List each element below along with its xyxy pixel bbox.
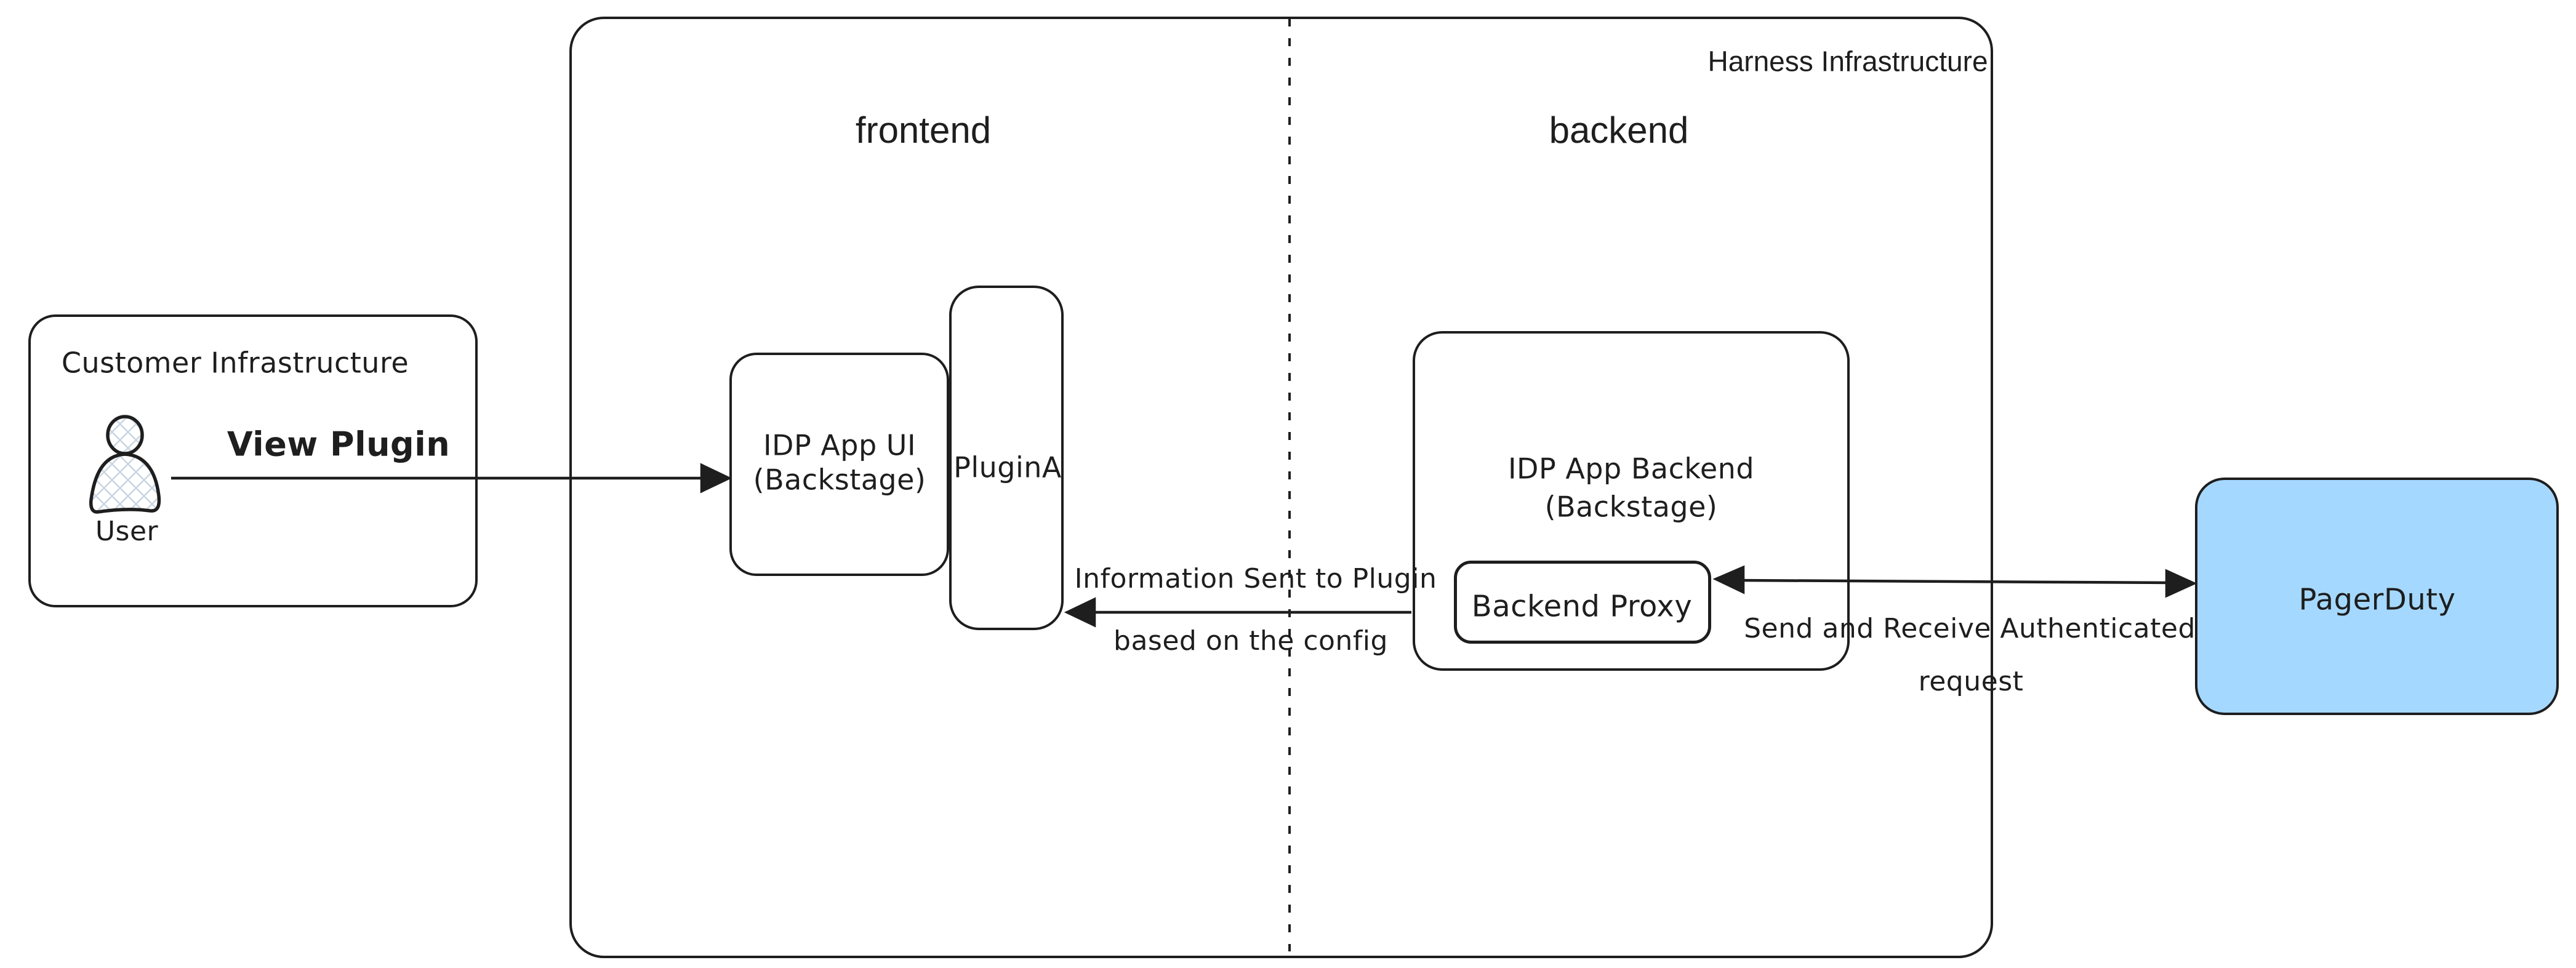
harness-infrastructure-box [569,17,1993,958]
backend-proxy-label: Backend Proxy [1471,589,1693,624]
info-sent-label-line1: Information Sent to Plugin [1074,562,1437,594]
customer-infrastructure-label: Customer Infrastructure [61,346,409,380]
idp-app-ui-label-line1: IDP App UI [763,428,917,462]
view-plugin-edge-label: View Plugin [227,425,451,464]
pagerduty-label: PagerDuty [2298,582,2456,617]
backend-section-label: backend [1549,110,1689,151]
idp-app-ui-label-line2: (Backstage) [753,463,926,497]
plugin-a-label: PluginA [953,450,1062,484]
harness-infrastructure-label: Harness Infrastructure [1707,45,1988,78]
idp-app-backend-label-line1: IDP App Backend [1507,452,1755,486]
user-label: User [95,515,159,547]
pagerduty-box [2195,478,2559,715]
info-sent-label-line2: based on the config [1113,625,1388,657]
backend-proxy-box [1454,561,1711,644]
idp-app-backend-label-line2: (Backstage) [1544,490,1718,524]
auth-request-label-line1: Send and Receive Authenticated [1744,612,2196,644]
auth-request-label-line2: request [1918,665,2024,697]
idp-app-ui-box [729,353,949,576]
idp-app-backend-box [1413,331,1850,671]
plugin-a-box [949,286,1064,630]
customer-infrastructure-box [28,314,478,607]
frontend-section-label: frontend [855,110,992,151]
